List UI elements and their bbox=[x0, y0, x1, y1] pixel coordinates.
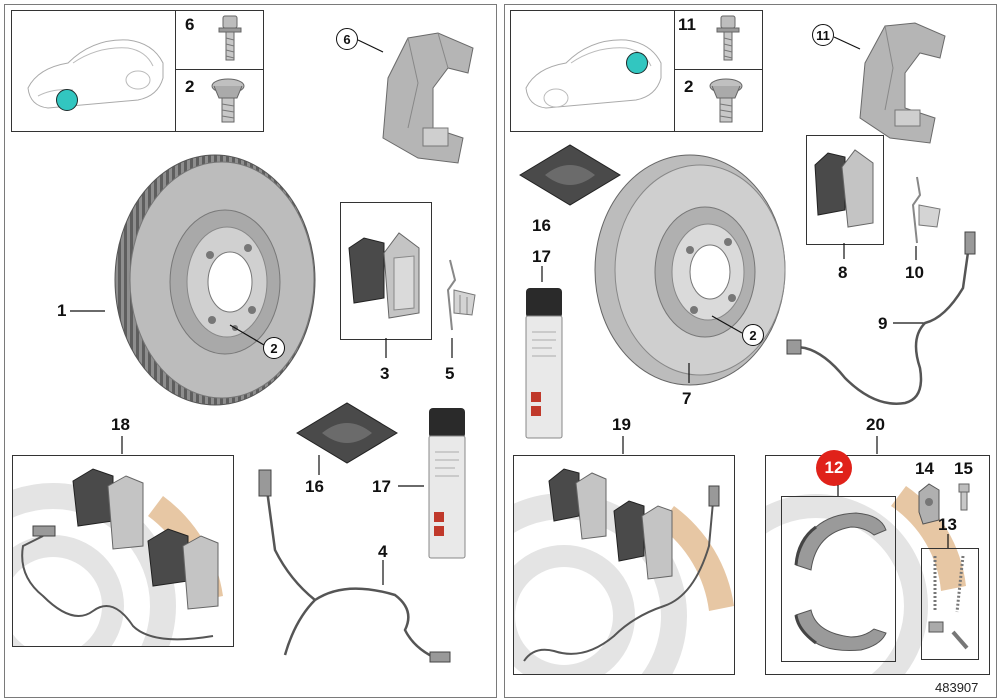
rear-spray-can-icon bbox=[525, 288, 563, 439]
label-sensor: 4 bbox=[378, 542, 388, 561]
label-rear-kit: 19 bbox=[612, 415, 631, 434]
pads-leader bbox=[385, 338, 387, 358]
label-pin: 15 bbox=[954, 459, 973, 478]
label-rear-bolt-top: 11 bbox=[678, 15, 696, 34]
label-rear-bolt-bottom: 2 bbox=[684, 77, 694, 96]
label-rear-sensor: 9 bbox=[878, 314, 888, 333]
callout-rear-disc-bolt: 2 bbox=[742, 324, 764, 346]
rear-disc-leader bbox=[688, 363, 690, 383]
label-shoe-kit: 20 bbox=[866, 415, 885, 434]
label-bolt-top: 6 bbox=[185, 15, 195, 34]
wear-sensor-icon bbox=[258, 469, 451, 663]
label-pads: 3 bbox=[380, 364, 390, 383]
brake-shoes-icon bbox=[794, 512, 887, 652]
carrier-leader bbox=[357, 39, 384, 53]
label-rear-spray: 17 bbox=[532, 247, 551, 266]
rear-wear-sensor-icon bbox=[786, 231, 976, 405]
label-disc: 1 bbox=[57, 301, 67, 320]
badge-brake-shoes: 12 bbox=[816, 450, 852, 486]
spring-leader bbox=[451, 338, 453, 358]
label-bolt-bottom: 2 bbox=[185, 77, 195, 96]
car-outline-icon bbox=[27, 39, 164, 109]
springs-leader bbox=[947, 534, 949, 548]
label-rear-pads: 8 bbox=[838, 263, 848, 282]
callout-rear-carrier: 11 bbox=[812, 24, 834, 46]
sensor-leader bbox=[382, 560, 384, 585]
rear-disc-bolt-leader bbox=[711, 315, 743, 334]
label-spring: 5 bbox=[445, 364, 455, 383]
springs-box bbox=[921, 548, 979, 660]
brake-disc-icon bbox=[114, 154, 316, 406]
callout-disc-bolt: 2 bbox=[263, 337, 285, 359]
front-wheel-marker bbox=[56, 89, 78, 111]
spray-leader bbox=[398, 485, 424, 487]
shoe-kit-leader bbox=[876, 436, 878, 454]
label-adjuster: 14 bbox=[915, 459, 934, 478]
kit-pads-icon bbox=[72, 468, 219, 610]
rear-pads-leader bbox=[843, 243, 845, 259]
label-springs: 13 bbox=[938, 515, 957, 534]
label-paste: 16 bbox=[305, 477, 324, 496]
rear-carrier-leader bbox=[833, 36, 861, 50]
label-rear-paste: 16 bbox=[532, 216, 551, 235]
shoes-leader bbox=[837, 485, 839, 497]
rear-kit-sensor-wire-icon bbox=[523, 485, 720, 662]
label-spray: 17 bbox=[372, 477, 391, 496]
rear-bolt-box-divider bbox=[674, 69, 762, 70]
return-springs-icon bbox=[928, 555, 969, 650]
adjuster-icon bbox=[918, 483, 940, 525]
rear-retaining-spring-icon bbox=[911, 176, 941, 244]
rear-spring-leader bbox=[915, 246, 917, 260]
callout-carrier: 6 bbox=[336, 28, 358, 50]
rear-disc-screw-icon bbox=[709, 78, 743, 123]
rear-car-thumbnail-box bbox=[510, 10, 676, 132]
label-rear-disc: 7 bbox=[682, 389, 692, 408]
spray-can-icon bbox=[428, 408, 466, 559]
rear-wheel-marker bbox=[626, 52, 648, 74]
hex-bolt-icon bbox=[218, 15, 242, 61]
label-kit: 18 bbox=[111, 415, 130, 434]
rear-sensor-leader bbox=[893, 322, 925, 324]
disc-leader bbox=[70, 310, 105, 312]
rear-brake-kit-box bbox=[513, 455, 735, 675]
rear-paste-sachet-icon bbox=[519, 144, 621, 206]
kit-sensor-wire-icon bbox=[21, 525, 214, 641]
bolt-box-divider bbox=[175, 69, 263, 70]
disc-bolt-leader bbox=[229, 324, 265, 346]
rear-caliper-carrier-icon bbox=[859, 22, 946, 144]
rear-hex-bolt-icon bbox=[716, 15, 740, 61]
rear-kit-pads-icon bbox=[548, 468, 673, 580]
pin-icon bbox=[958, 483, 970, 511]
retaining-spring-icon bbox=[446, 259, 476, 331]
image-id: 483907 bbox=[935, 680, 979, 695]
rear-spray-leader bbox=[541, 266, 543, 282]
label-rear-spring: 10 bbox=[905, 263, 924, 282]
shoe-bmw-background-roundel bbox=[766, 486, 966, 674]
disc-screw-icon bbox=[211, 78, 245, 123]
brake-kit-box bbox=[12, 455, 234, 647]
brake-shoes-box bbox=[781, 496, 896, 662]
caliper-carrier-icon bbox=[382, 32, 474, 164]
rear-kit-leader bbox=[622, 436, 624, 454]
car-thumbnail-box bbox=[11, 10, 177, 132]
paste-leader bbox=[318, 455, 320, 475]
rear-brake-disc-icon bbox=[594, 154, 786, 386]
paste-sachet-icon bbox=[296, 402, 398, 464]
brake-pads-icon bbox=[348, 232, 420, 319]
kit-leader bbox=[121, 436, 123, 454]
rear-brake-pads-icon bbox=[814, 149, 874, 228]
